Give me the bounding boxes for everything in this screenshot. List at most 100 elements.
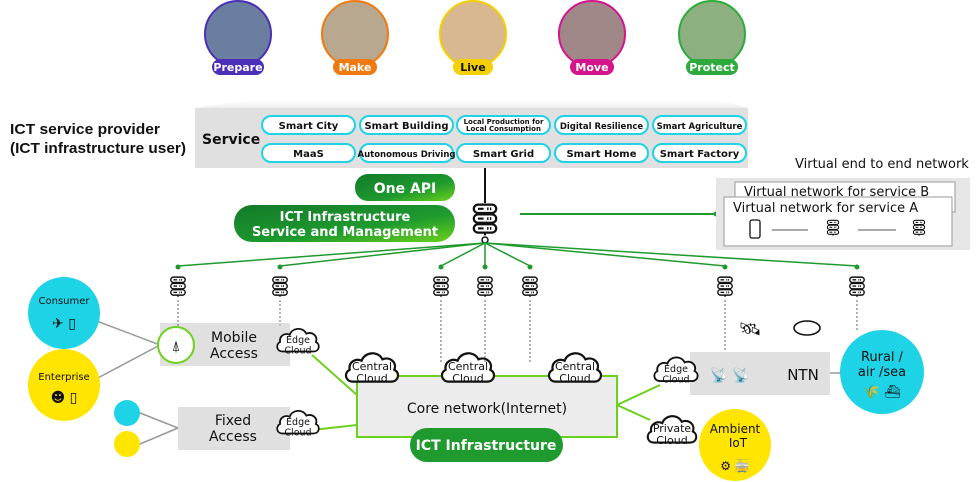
satellite-dish-icon: 📡 📡 xyxy=(710,366,750,384)
service-pill-label: Smart Grid xyxy=(473,149,534,160)
theme-make[interactable]: Make xyxy=(321,0,389,75)
service-pill-label: Smart Building xyxy=(364,121,448,132)
antenna-icon xyxy=(157,326,195,364)
service-pill[interactable]: Smart Home xyxy=(554,143,649,163)
make-label: Make xyxy=(339,61,372,74)
gear-drone-tram-icon: ⚙ 🚋 xyxy=(720,459,750,473)
node-dot xyxy=(527,264,533,270)
provider-subtitle: (ICT infrastructure user) xyxy=(10,140,186,157)
distribution-line xyxy=(484,242,858,267)
service-pill-label: Smart City xyxy=(279,121,339,132)
node-dot xyxy=(854,264,860,270)
protect-image xyxy=(678,0,746,68)
protect-label: Protect xyxy=(689,61,735,74)
cloud-label: Central xyxy=(448,360,488,373)
fixed-user-cyan xyxy=(114,400,140,426)
field-ship-icon: 🌾 ⛴ xyxy=(864,384,901,400)
theme-move[interactable]: Move xyxy=(558,0,626,75)
service-pill[interactable]: MaaS xyxy=(261,143,356,163)
service-pill-label: Local Consumption xyxy=(466,125,541,133)
cloud-label: Central xyxy=(352,360,392,373)
rural-line1: Rural / xyxy=(861,350,904,365)
server-icon xyxy=(433,276,449,298)
svg-text:⍋: ⍋ xyxy=(171,337,180,355)
move-pill xyxy=(570,59,614,75)
hub-server-icon xyxy=(472,203,498,237)
live-label: Live xyxy=(460,61,485,74)
one-api-pill xyxy=(355,174,455,201)
service-pill-label: Smart Home xyxy=(566,149,636,160)
make-pill xyxy=(333,59,377,75)
theme-protect[interactable]: Protect xyxy=(678,0,746,75)
server-icon xyxy=(272,276,288,298)
fixed-access-line1: Fixed xyxy=(215,413,251,429)
server-icon xyxy=(522,276,538,298)
ambient-line1: Ambient xyxy=(710,422,761,436)
service-pill[interactable]: Digital Resilience xyxy=(554,115,649,135)
service-pill-label: Digital Resilience xyxy=(560,122,644,132)
theme-prepare[interactable]: Prepare xyxy=(204,0,272,75)
move-label: Move xyxy=(575,61,608,74)
airship-icon xyxy=(793,320,821,336)
server-icon xyxy=(849,276,865,298)
ict-infrastructure-pill xyxy=(410,428,563,462)
server-icon xyxy=(717,276,733,298)
service-pill[interactable]: Smart Agriculture xyxy=(652,115,747,135)
node-dot xyxy=(175,264,181,270)
service-pill[interactable]: Autonomous Driving xyxy=(358,143,456,163)
cloud-label: Cloud xyxy=(656,434,687,447)
enterprise-label: Enterprise xyxy=(38,372,89,383)
infra-mgmt-line1: ICT Infrastructure xyxy=(280,210,411,225)
node-dot xyxy=(482,264,488,270)
consumer-circle xyxy=(28,277,100,349)
service-pill[interactable]: Smart Grid xyxy=(456,143,551,163)
cloud-label: Cloud xyxy=(559,372,590,385)
cloud-label: Cloud xyxy=(284,428,311,439)
distribution-line xyxy=(484,242,531,267)
infra-mgmt-pill xyxy=(234,205,455,242)
rural-circle xyxy=(840,330,924,414)
cloud-label: Cloud xyxy=(452,372,483,385)
theme-live[interactable]: Live xyxy=(439,0,507,75)
provider-title: ICT service provider xyxy=(10,121,160,138)
distribution-line xyxy=(177,242,486,267)
cloud-label: Edge xyxy=(286,417,310,428)
mobile-access-line2: Access xyxy=(210,346,258,362)
distribution-line xyxy=(484,242,726,267)
virtual-title: Virtual end to end network xyxy=(795,157,969,172)
node-dot xyxy=(438,264,444,270)
service-pill-label: MaaS xyxy=(293,149,324,160)
distribution-line xyxy=(440,242,486,267)
live-pill xyxy=(453,59,493,75)
prepare-label: Prepare xyxy=(213,61,262,74)
live-image xyxy=(439,0,507,68)
service-pill[interactable]: Smart City xyxy=(261,115,356,135)
satellite-icon: 🛰 xyxy=(739,319,762,340)
distribution-line xyxy=(279,242,486,267)
phone-icon xyxy=(749,219,761,239)
ntn-label: NTN xyxy=(787,366,819,384)
service-pill-label: Smart Factory xyxy=(660,149,740,160)
service-label: Service xyxy=(202,132,260,148)
ict-infrastructure-label: ICT Infrastructure xyxy=(416,438,557,454)
ambient-iot-circle xyxy=(699,409,771,481)
server-icon xyxy=(170,276,186,298)
cloud-label: Edge xyxy=(286,335,310,346)
cloud-label: Central xyxy=(555,360,595,373)
node-dot xyxy=(277,264,283,270)
consumer-label: Consumer xyxy=(39,296,91,307)
cloud-label: Private xyxy=(653,422,692,435)
ntn-box xyxy=(690,352,830,395)
service-pill[interactable]: Smart Building xyxy=(359,115,454,135)
drone-phone-icon: ✈ ▯ xyxy=(52,316,76,332)
service-pill[interactable]: Smart Factory xyxy=(652,143,747,163)
service-pill-label: Local Production for xyxy=(464,118,544,126)
rural-line2: air /sea xyxy=(858,365,906,380)
cloud-label: Cloud xyxy=(662,375,689,386)
